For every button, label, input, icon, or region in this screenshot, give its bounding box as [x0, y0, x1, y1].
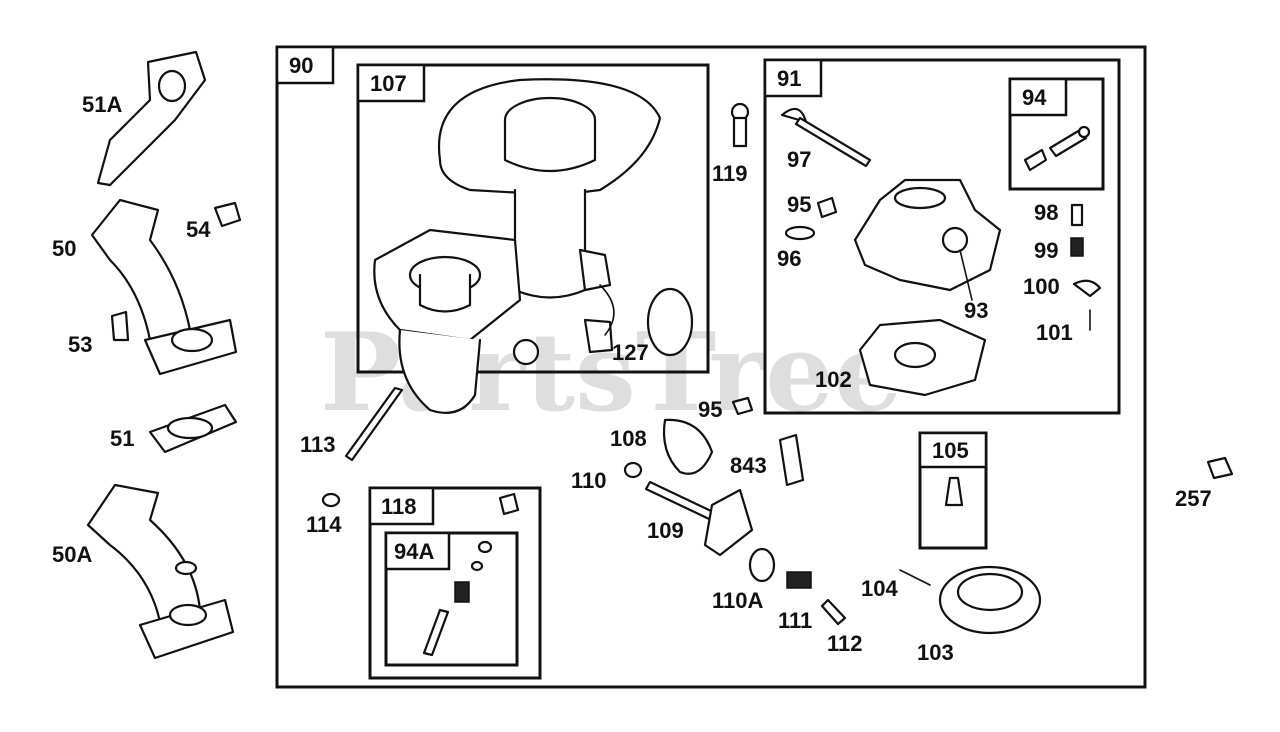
callout-110a: 110A [712, 588, 763, 613]
disc-96-drawing [784, 225, 816, 241]
assembly-frame-90 [275, 45, 1147, 689]
assembly-frame-107 [356, 63, 710, 374]
svg-text:105: 105 [932, 438, 969, 463]
svg-text:90: 90 [289, 53, 313, 78]
callout-50: 50 [52, 236, 76, 261]
callout-98: 98 [1034, 200, 1058, 225]
callout-114: 114 [306, 512, 342, 537]
callout-104: 104 [861, 576, 898, 601]
screw-53-drawing [110, 310, 130, 342]
screw-95-drawing [816, 196, 838, 219]
assembly-frame-91 [763, 58, 1121, 415]
needle-valve-94-drawing [1023, 125, 1091, 172]
screw-112-drawing [820, 598, 847, 626]
float-103-drawing [938, 565, 1042, 635]
tube-113-drawing [344, 386, 404, 462]
block-843-drawing [778, 433, 805, 487]
box-tag-107: 107 [356, 63, 426, 103]
callout-109: 109 [647, 518, 684, 543]
box-tag-118: 118 [368, 486, 435, 526]
callout-112: 112 [827, 631, 863, 656]
box-tag-90: 90 [275, 45, 335, 85]
screw-119-drawing [730, 102, 750, 148]
washer-110a-drawing [748, 547, 776, 583]
choke-plate-108-drawing [662, 418, 714, 475]
callout-111: 111 [778, 608, 812, 633]
callout-99: 99 [1034, 238, 1058, 263]
elbow-50-drawing [90, 198, 238, 376]
elbow-50a-drawing [86, 483, 235, 660]
callout-113: 113 [300, 432, 336, 457]
callout-101: 101 [1036, 320, 1073, 345]
callout-119: 119 [712, 161, 748, 186]
callout-96: 96 [777, 246, 801, 271]
callout-95-lower: 95 [698, 397, 722, 422]
callout-110: 110 [571, 468, 607, 493]
spring-111-drawing [786, 571, 812, 589]
callout-53: 53 [68, 332, 92, 357]
needle-105-drawing [944, 476, 964, 507]
carburetor-body-drawing [373, 78, 662, 414]
washer-110-drawing [623, 461, 643, 479]
callout-51: 51 [110, 426, 134, 451]
gasket-51-drawing [148, 403, 238, 454]
callout-843: 843 [730, 453, 767, 478]
washer-114-drawing [321, 492, 341, 508]
screw-54-drawing [213, 201, 242, 228]
clip-100-drawing [1072, 279, 1102, 298]
box-tag-94a: 94A [384, 531, 451, 571]
plug-95-drawing [731, 396, 754, 416]
callout-97: 97 [787, 147, 811, 172]
shaft-109-drawing [644, 480, 754, 557]
box-tag-94: 94 [1008, 77, 1068, 117]
box-tag-105: 105 [918, 431, 988, 469]
needle-valve-94a-drawing [422, 540, 493, 657]
upper-body-93-drawing [853, 178, 1002, 301]
callout-95-upper: 95 [787, 192, 811, 217]
callout-100: 100 [1023, 274, 1060, 299]
box-tag-91: 91 [763, 58, 823, 98]
assembly-frame-118 [368, 486, 542, 680]
assembly-frame-94a [384, 531, 519, 667]
gasket-127-drawing [646, 287, 694, 357]
screw-257-drawing [1206, 456, 1234, 480]
pin-104-drawing [899, 569, 931, 586]
callout-108: 108 [610, 426, 647, 451]
gasket-51a-drawing [96, 50, 207, 187]
callout-103: 103 [917, 640, 954, 665]
fitting-118-drawing [498, 492, 520, 516]
svg-text:91: 91 [777, 66, 801, 91]
callout-93: 93 [964, 298, 988, 323]
callout-51a: 51A [82, 92, 122, 117]
svg-text:107: 107 [370, 71, 407, 96]
callout-54: 54 [186, 217, 211, 242]
callout-102: 102 [815, 367, 852, 392]
callout-50a: 50A [52, 542, 92, 567]
throttle-shaft-97-drawing [780, 107, 872, 168]
svg-text:94: 94 [1022, 85, 1047, 110]
svg-text:118: 118 [381, 494, 417, 519]
svg-text:94A: 94A [394, 539, 434, 564]
callout-257: 257 [1175, 486, 1212, 511]
screw-98-drawing [1070, 203, 1084, 227]
spring-99-drawing [1070, 237, 1084, 257]
callout-127: 127 [612, 340, 649, 365]
